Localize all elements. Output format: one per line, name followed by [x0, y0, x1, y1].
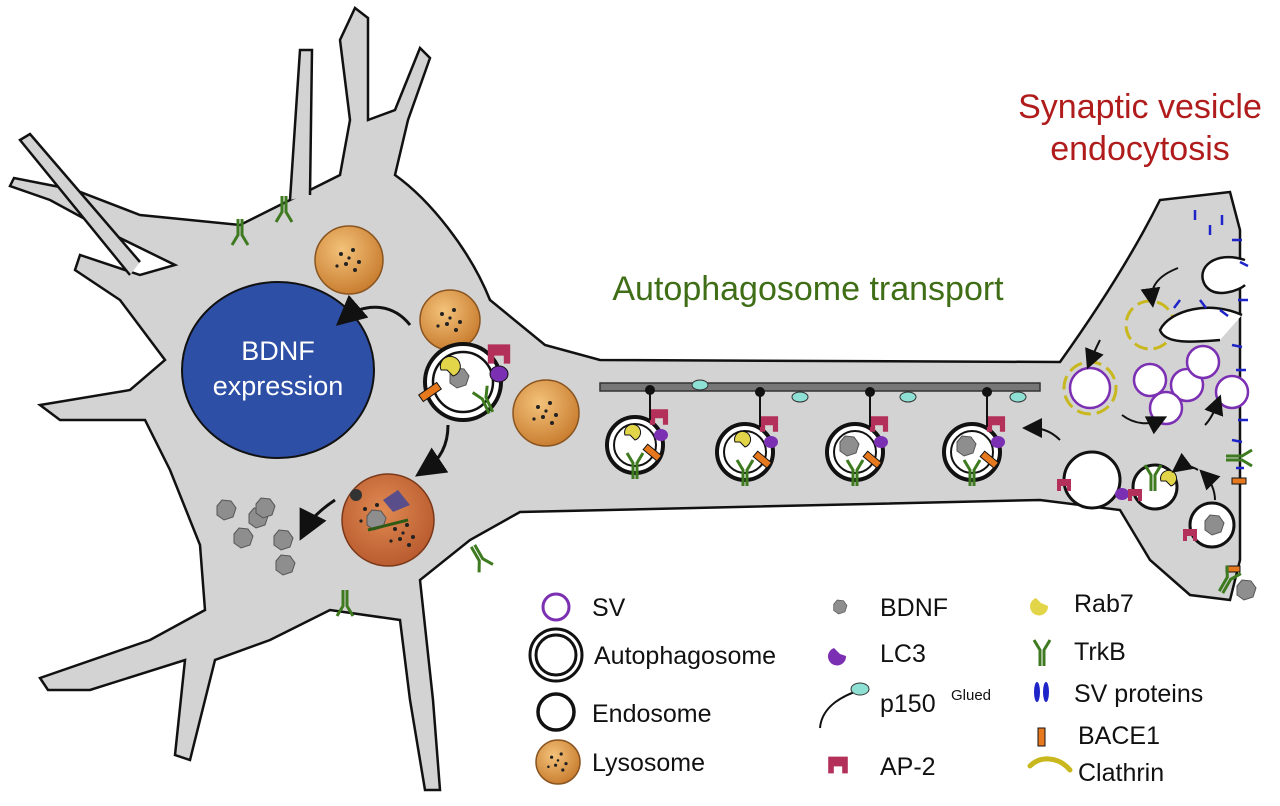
endocytic-pit-bdnf: [1183, 501, 1236, 549]
title-synaptic-line1: Synaptic vesicle: [1018, 88, 1262, 126]
legend-bdnf-label: BDNF: [880, 594, 948, 622]
endocytic-invagination-1: [1201, 255, 1246, 295]
legend-clathrin-label: Clathrin: [1078, 759, 1164, 787]
nucleus-label-line2: expression: [213, 371, 344, 401]
arrow-terminal-4: [1204, 394, 1224, 426]
neuron-cell-body: [8, 6, 1242, 792]
legend-bace1-icon: [1037, 727, 1046, 747]
trkb-membrane-3: [464, 540, 495, 574]
arrow-to-bdnf-release: [299, 498, 336, 541]
autophagosome-soma: [417, 342, 511, 422]
p150-motor-1: [691, 379, 709, 391]
arrow-terminal-3: [1121, 414, 1168, 435]
autophagosome-axon-2: [715, 387, 779, 488]
microtubule: [599, 382, 1041, 392]
arrow-terminal-2: [1085, 339, 1104, 370]
autophagosome-axon-1: [605, 385, 669, 481]
sv-proteins-membrane: [1173, 210, 1249, 470]
legend-rab7-icon: [1030, 598, 1049, 616]
lysosome-soma-top: [314, 225, 384, 295]
dendrite-top: [288, 48, 314, 201]
legend-rab7-label: Rab7: [1074, 590, 1134, 618]
p150-motor-4: [1009, 391, 1027, 403]
bace1-terminal-1: [1231, 477, 1247, 485]
legend-autophagosome-label: Autophagosome: [594, 642, 776, 670]
arrow-terminal-6: [1171, 452, 1199, 473]
bdnf-terminal-1: [1236, 579, 1257, 601]
legend: SV Autophagosome Endosome Lysosome BDNF …: [528, 590, 1203, 787]
legend-trkb-label: TrkB: [1074, 638, 1126, 666]
legend-lc3-label: LC3: [880, 640, 926, 668]
legend-sv-proteins-label: SV proteins: [1074, 680, 1203, 708]
lysosome-soma-mid: [419, 289, 481, 351]
legend-p150-icon: [819, 689, 861, 729]
title-autophagosome-transport: Autophagosome transport: [612, 270, 1004, 308]
autolysosome: [341, 473, 435, 567]
legend-bdnf-icon: [833, 599, 848, 615]
legend-autophagosome-inner: [534, 633, 578, 677]
arrow-terminal-5: [1022, 418, 1061, 441]
legend-clathrin-icon: [1027, 756, 1073, 773]
p150-motor-3: [899, 391, 917, 403]
legend-trkb-icon: [1032, 638, 1052, 668]
legend-sv-icon: [541, 592, 571, 622]
nucleus-label-line1: BDNF: [241, 336, 315, 366]
legend-ap2-label: AP-2: [880, 753, 936, 781]
legend-p150-superscript: Glued: [951, 687, 991, 704]
legend-lysosome-icon: [535, 739, 581, 785]
legend-endosome-icon: [536, 692, 576, 732]
legend-bace1-label: BACE1: [1078, 722, 1160, 750]
arrow-lysosome-to-nucleus: [335, 294, 412, 326]
arrow-terminal-7: [1199, 469, 1221, 501]
title-synaptic-line2: endocytosis: [1050, 130, 1230, 168]
legend-p150-head: [850, 682, 870, 696]
legend-sv-proteins-icon: [1034, 682, 1049, 702]
autophagosome-axon-3: [825, 387, 889, 488]
legend-lysosome-label: Lysosome: [592, 749, 705, 777]
endocytic-invagination-2: [1158, 306, 1243, 343]
endosome-terminal: [1057, 450, 1129, 510]
legend-sv-label: SV: [592, 594, 626, 622]
sv-vesicles: [1068, 344, 1250, 426]
legend-p150-label: p150: [880, 690, 936, 718]
arrow-autophagosome-to-autolysosome: [415, 424, 450, 477]
p150-motor-2: [791, 391, 809, 403]
legend-endosome-label: Endosome: [592, 700, 712, 728]
arrow-terminal-1: [1140, 267, 1179, 308]
autophagosome-axon-4: [942, 387, 1006, 488]
endosome-terminal-2: [1128, 463, 1179, 511]
legend-lc3-icon: [828, 648, 847, 666]
dendrite-upper-left: [18, 132, 141, 276]
legend-ap2-icon: [828, 756, 848, 774]
lysosome-axon-hillock: [512, 379, 580, 447]
nucleus: [181, 281, 375, 459]
